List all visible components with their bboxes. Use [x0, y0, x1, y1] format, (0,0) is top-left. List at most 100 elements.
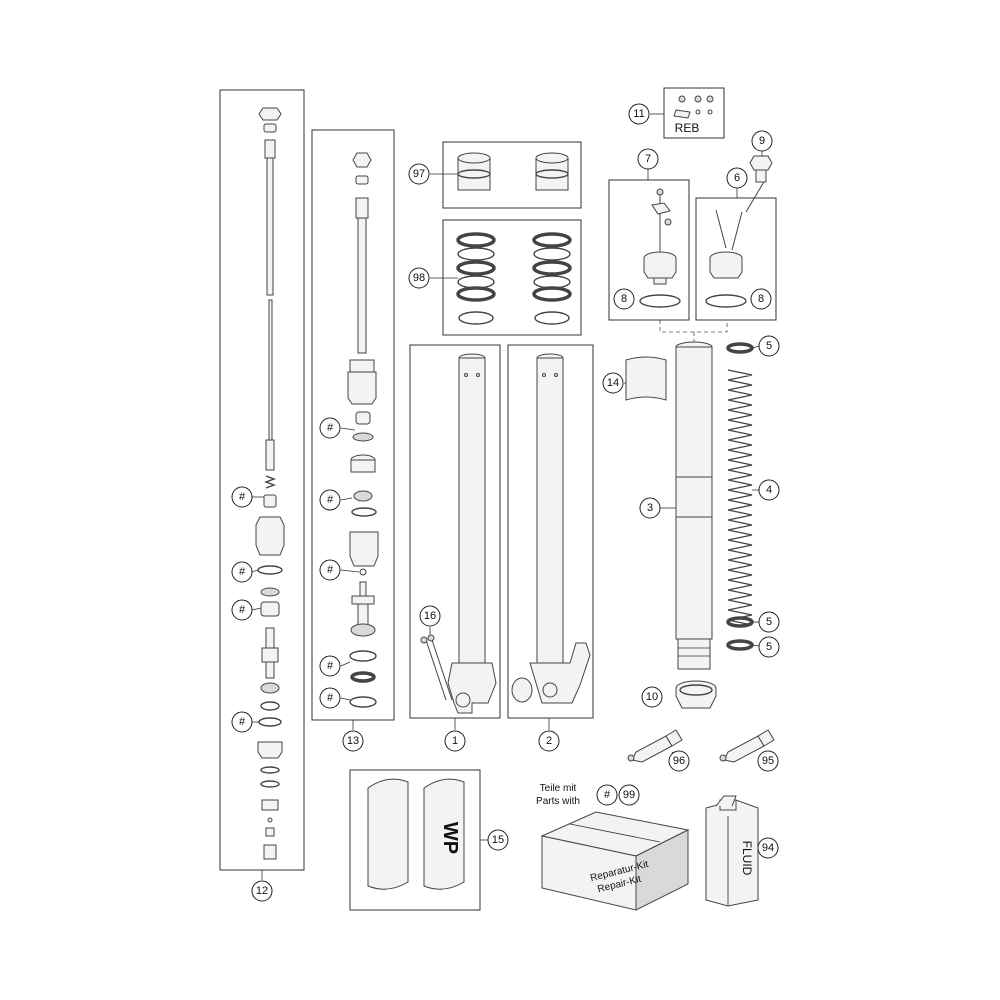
callout-hash-12a: # [231, 486, 253, 508]
svg-text:10: 10 [646, 691, 658, 703]
repair-kit-box: Teile mit Parts with Reparatur-Kit Repai… [536, 783, 690, 911]
guard-right [423, 778, 465, 890]
svg-text:98: 98 [413, 272, 425, 284]
rod [357, 197, 367, 354]
callout-hash-kit: # [596, 784, 618, 806]
needle-rod [268, 299, 273, 441]
piston [347, 371, 377, 405]
outer-tube-right [536, 357, 564, 664]
callout-94: 94 [757, 837, 779, 859]
svg-text:#: # [327, 494, 334, 506]
svg-text:97: 97 [413, 168, 425, 180]
callout-5-mid: 5 [758, 611, 780, 633]
callout-7: 7 [637, 148, 659, 170]
top-nut [258, 107, 282, 121]
group-13-damper-parts [311, 129, 395, 730]
callout-15: 15 [487, 829, 509, 851]
group-98-seals [430, 219, 582, 336]
callout-9: 9 [751, 130, 773, 152]
group-2-outer-tube-right [507, 344, 594, 730]
o-ring [257, 565, 283, 575]
svg-text:96: 96 [673, 755, 685, 767]
washer [263, 123, 277, 133]
wp-logo-text: WP [439, 822, 461, 854]
callout-3: 3 [639, 497, 661, 519]
main-spring [727, 369, 753, 626]
fork-cap-10 [675, 688, 717, 709]
part-9-valve [749, 150, 773, 183]
group-3-inner-tube [660, 341, 713, 670]
svg-text:9: 9 [759, 135, 765, 147]
group-7-cap-assembly [608, 169, 690, 321]
callout-8-left: 8 [613, 288, 635, 310]
callout-hash-13a: # [319, 417, 341, 439]
callout-98: 98 [408, 267, 430, 289]
svg-text:11: 11 [633, 108, 644, 120]
base-valve [257, 741, 283, 759]
svg-text:2: 2 [546, 735, 552, 747]
svg-text:5: 5 [766, 641, 772, 653]
svg-text:#: # [239, 604, 246, 616]
spacer-top [726, 342, 754, 354]
group-1-outer-tube-left [409, 344, 501, 730]
end-nut [263, 844, 277, 860]
bushing [349, 531, 379, 567]
callout-hash-13c: # [319, 559, 341, 581]
reb-label: REB [675, 121, 700, 135]
callout-96: 96 [668, 750, 690, 772]
svg-text:#: # [239, 716, 246, 728]
callout-6: 6 [726, 167, 748, 189]
callout-97: 97 [408, 163, 430, 185]
callout-99: 99 [618, 784, 640, 806]
svg-text:14: 14 [607, 377, 619, 389]
svg-text:94: 94 [762, 842, 774, 854]
group-10-cap [675, 680, 717, 709]
cap-7 [643, 258, 677, 279]
o-ring-8a [639, 294, 681, 308]
callout-hash-12c: # [231, 599, 253, 621]
group-11-reb: REB [650, 87, 725, 139]
group-4-spring [726, 342, 761, 651]
outer-tube-left [458, 357, 486, 664]
svg-text:#: # [239, 566, 246, 578]
callout-5-bottom: 5 [758, 636, 780, 658]
spacer-bottom [726, 639, 754, 651]
o-ring-8b [705, 294, 747, 308]
svg-text:7: 7 [645, 153, 651, 165]
callout-5-top: 5 [758, 335, 780, 357]
piston-rod [266, 139, 274, 296]
parts-with-text: Parts with [536, 796, 580, 807]
svg-text:#: # [239, 491, 246, 503]
group-6-cap-assembly [695, 179, 777, 321]
callout-hash-13d: # [319, 655, 341, 677]
svg-text:95: 95 [762, 755, 774, 767]
callout-16: 16 [419, 605, 441, 627]
svg-text:#: # [327, 564, 334, 576]
grease-tube-96 [627, 729, 683, 763]
svg-text:4: 4 [766, 484, 772, 496]
callout-1: 1 [444, 730, 466, 752]
callout-hash-12b: # [231, 561, 253, 583]
svg-text:1: 1 [452, 735, 458, 747]
callout-2: 2 [538, 730, 560, 752]
callout-8-right: 8 [750, 288, 772, 310]
svg-text:#: # [327, 660, 334, 672]
callout-hash-13b: # [319, 489, 341, 511]
callout-14: 14 [602, 372, 624, 394]
svg-text:12: 12 [256, 885, 268, 897]
teile-mit-text: Teile mit [540, 783, 577, 794]
group-12-cartridge [219, 89, 305, 880]
callout-hash-13e: # [319, 687, 341, 709]
svg-text:6: 6 [734, 172, 740, 184]
svg-text:16: 16 [424, 610, 436, 622]
svg-text:15: 15 [492, 834, 504, 846]
svg-text:13: 13 [347, 735, 359, 747]
axle-foot-left [447, 662, 497, 714]
group-15-fork-guards: WP [349, 769, 488, 911]
svg-text:#: # [327, 692, 334, 704]
group-97-bushings [430, 141, 582, 209]
callout-13: 13 [342, 730, 364, 752]
callout-4: 4 [758, 479, 780, 501]
svg-text:5: 5 [766, 616, 772, 628]
svg-text:3: 3 [647, 502, 653, 514]
